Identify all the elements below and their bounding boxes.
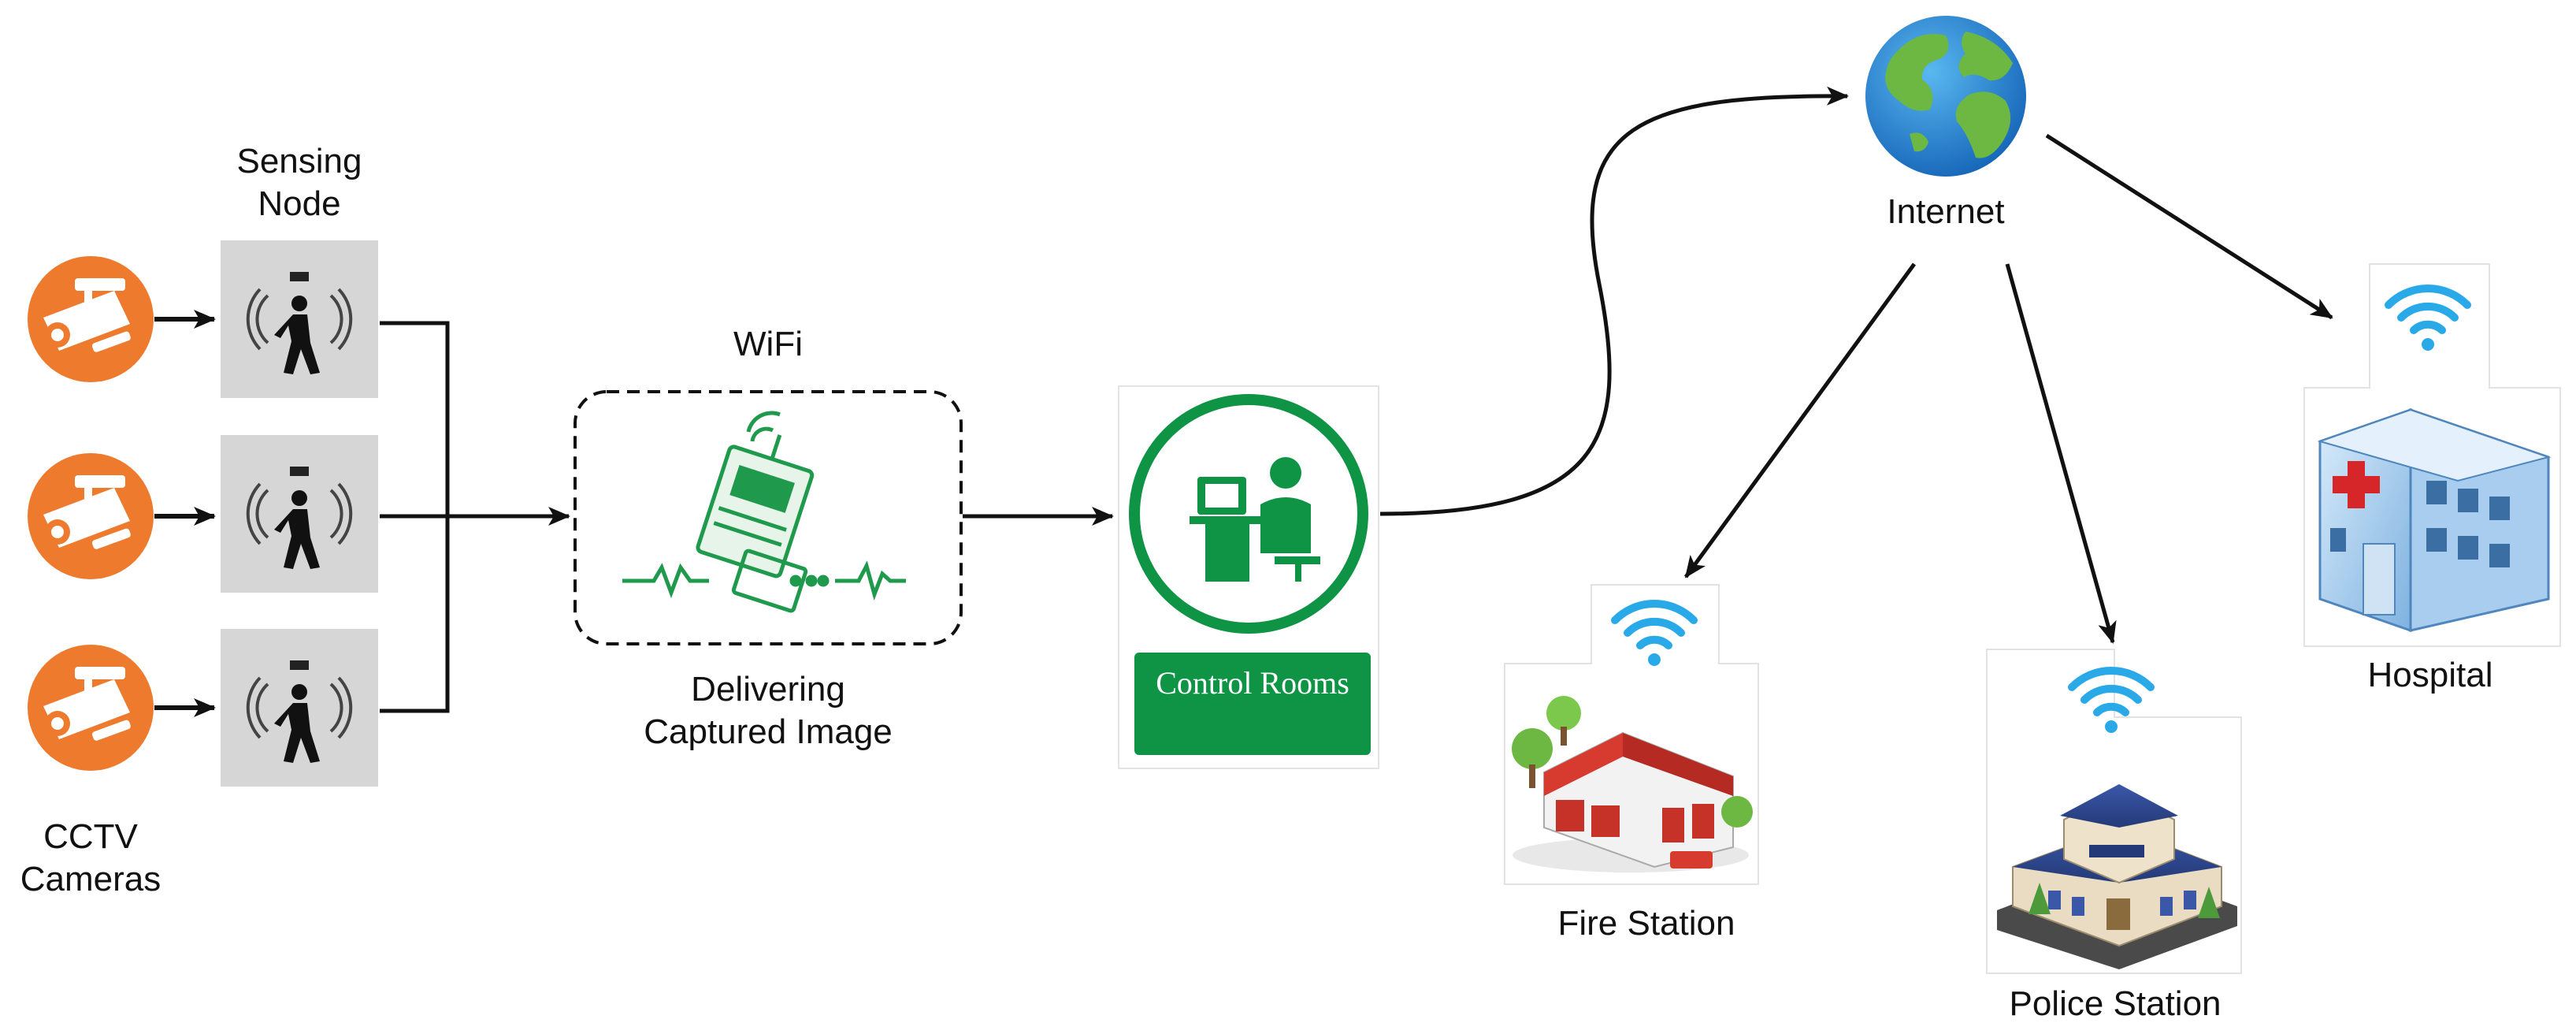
sensing-node-3 bbox=[221, 629, 378, 787]
hospital-icon bbox=[2317, 407, 2552, 633]
sensor-bus-connector bbox=[380, 321, 570, 713]
police-station-icon bbox=[1997, 784, 2237, 969]
cctv-camera-2 bbox=[28, 453, 154, 579]
motion-sensor-icon bbox=[246, 272, 353, 351]
control-room-card bbox=[1118, 385, 1379, 769]
fire-station-icon bbox=[1512, 696, 1753, 872]
internet-to-destinations-arrows bbox=[1683, 133, 2333, 644]
motion-sensor-icon bbox=[246, 660, 353, 739]
cctv-camera-icon bbox=[28, 256, 154, 382]
wifi-label: WiFi bbox=[733, 325, 803, 363]
wifi-icon bbox=[2385, 284, 2471, 351]
control-room-icon bbox=[1190, 457, 1320, 582]
sensing-node-1 bbox=[221, 240, 378, 398]
sensing-node-2 bbox=[221, 435, 378, 593]
sensing-node-label: Sensing Node bbox=[236, 142, 362, 223]
control-rooms-label: Control Rooms bbox=[1156, 665, 1349, 701]
hospital-node bbox=[2303, 263, 2561, 647]
police-station-label: Police Station bbox=[2009, 984, 2222, 1023]
control-to-internet-arrow bbox=[1379, 86, 1849, 516]
cctv-camera-icon bbox=[28, 645, 154, 771]
cctv-camera-icon bbox=[28, 453, 154, 579]
internet-label: Internet bbox=[1887, 192, 2005, 231]
camera-to-sensor-arrows bbox=[154, 310, 216, 717]
fire-station-label: Fire Station bbox=[1557, 904, 1735, 943]
globe-icon bbox=[1865, 16, 2026, 177]
iot-device-icon bbox=[622, 411, 906, 613]
control-rooms-label-box bbox=[1134, 653, 1371, 755]
wifi-device-box bbox=[573, 390, 963, 645]
fire-station-node bbox=[1504, 584, 1759, 885]
motion-sensor-icon bbox=[246, 467, 353, 545]
delivering-label: Delivering Captured Image bbox=[644, 670, 893, 751]
wifi-icon bbox=[1611, 599, 1698, 666]
cctv-cameras-label: CCTV Cameras bbox=[20, 817, 161, 898]
cctv-camera-1 bbox=[28, 256, 154, 382]
wifi-icon bbox=[2068, 666, 2155, 733]
police-station-node bbox=[1986, 649, 2242, 974]
hospital-label: Hospital bbox=[2367, 656, 2493, 694]
cctv-camera-3 bbox=[28, 645, 154, 771]
